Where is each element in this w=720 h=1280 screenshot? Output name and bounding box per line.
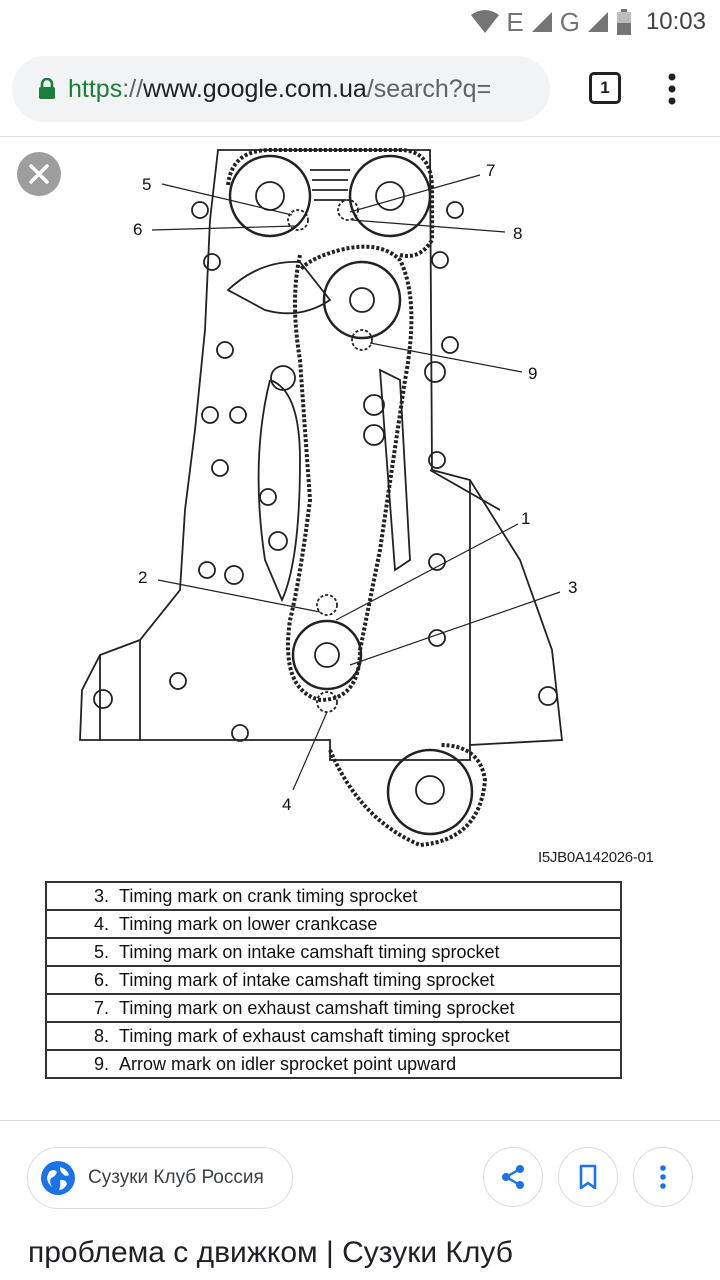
callout-6: 6 [133,220,143,239]
legend-table: 3. Timing mark on crank timing sprocket 4… [45,881,622,1079]
table-row: 8. Timing mark of exhaust camshaft timing… [45,1021,622,1051]
callout-9: 9 [528,364,538,383]
more-button[interactable] [633,1147,693,1207]
table-row: 5. Timing mark on intake camshaft timing … [45,937,622,967]
legend-number: 6. [93,969,109,990]
legend-number: 7. [93,997,109,1018]
signal-icon [587,12,608,32]
legend-text: Timing mark of exhaust camshaft timing s… [119,1025,510,1046]
more-vert-icon [660,1165,666,1189]
callout-1: 1 [521,509,531,528]
divider [0,1120,720,1121]
legend-number: 3. [93,885,109,906]
close-icon [29,164,49,184]
share-button[interactable] [483,1147,543,1207]
source-name: Сузуки Клуб Россия [88,1167,264,1188]
lock-icon [39,78,55,99]
save-button[interactable] [558,1147,618,1207]
url-path: /search?q= [366,74,492,103]
source-link[interactable]: Сузуки Клуб Россия [27,1147,293,1209]
wifi-icon [471,10,500,33]
clock: 10:03 [645,8,706,35]
browser-toolbar: https://www.google.com.ua/search?q= 1 [0,44,720,137]
close-button[interactable] [17,152,61,196]
legend-text: Timing mark of intake camshaft timing sp… [119,969,495,990]
url-bar[interactable]: https://www.google.com.ua/search?q= [12,56,550,122]
legend-text: Timing mark on crank timing sprocket [119,885,418,906]
legend-number: 9. [93,1053,109,1074]
status-bar: E G 10:03 [0,0,720,44]
share-icon [502,1165,524,1189]
callout-2: 2 [138,568,148,587]
url-text[interactable]: https://www.google.com.ua/search?q= [68,75,538,104]
globe-icon [41,1161,75,1195]
table-row: 9. Arrow mark on idler sprocket point upw… [45,1049,622,1079]
engine-timing-diagram [79,148,563,848]
callout-8: 8 [513,224,523,243]
callout-5: 5 [142,175,152,194]
legend-text: Timing mark on intake camshaft timing sp… [119,941,500,962]
signal-icon [531,12,552,32]
bookmark-icon [579,1164,597,1190]
network-g-label: G [559,6,580,37]
table-row: 3. Timing mark on crank timing sprocket [45,881,622,911]
table-row: 4. Timing mark on lower crankcase [45,909,622,939]
legend-text: Timing mark on exhaust camshaft timing s… [119,997,515,1018]
url-host: www.google.com.ua [143,74,367,103]
url-scheme: https [68,74,123,103]
callout-3: 3 [568,578,578,597]
callout-4: 4 [282,795,292,814]
callout-7: 7 [486,161,496,180]
table-row: 6. Timing mark of intake camshaft timing … [45,965,622,995]
more-vert-icon[interactable] [662,72,682,106]
battery-icon [616,9,631,35]
figure-code: I5JB0A142026-01 [538,849,654,866]
legend-number: 5. [93,941,109,962]
legend-text: Arrow mark on idler sprocket point upwar… [119,1053,457,1074]
table-row: 7. Timing mark on exhaust camshaft timing… [45,993,622,1023]
result-title[interactable]: проблема с движком | Сузуки Клуб [28,1236,513,1269]
legend-number: 8. [93,1025,109,1046]
legend-number: 4. [93,913,109,934]
url-separator: :// [122,74,144,103]
legend-text: Timing mark on lower crankcase [119,913,378,934]
network-e-label: E [506,6,524,37]
tabs-button[interactable]: 1 [589,72,621,104]
